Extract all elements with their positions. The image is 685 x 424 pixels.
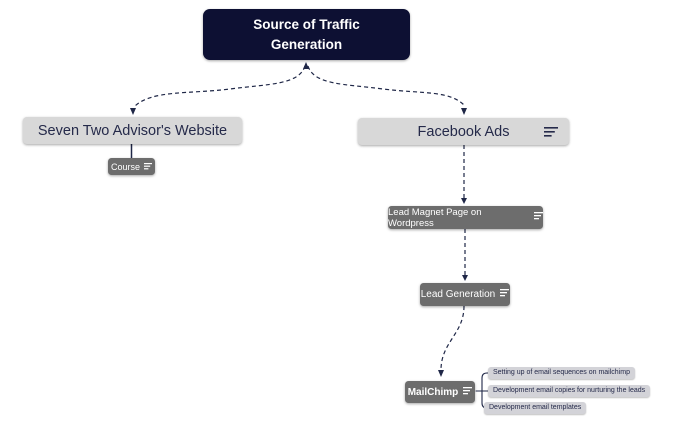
node-seven-two-advisors-website[interactable]: Seven Two Advisor's Website xyxy=(23,117,242,144)
node-facebook-ads[interactable]: Facebook Ads xyxy=(358,118,569,145)
node-label: Seven Two Advisor's Website xyxy=(37,122,228,139)
node-lead-magnet-page-on-wordpress[interactable]: Lead Magnet Page on Wordpress xyxy=(388,206,543,229)
notes-icon[interactable] xyxy=(544,126,558,142)
node-setting-up-email-sequences[interactable]: Setting up of email sequences on mailchi… xyxy=(488,367,635,379)
node-development-email-copies[interactable]: Development email copies for nurturing t… xyxy=(488,385,651,397)
node-label: Facebook Ads xyxy=(417,123,510,140)
connector-root-website xyxy=(134,65,306,107)
node-label: MailChimp xyxy=(407,386,459,398)
connector-root-facebook xyxy=(307,65,466,107)
node-label: Lead Magnet Page on Wordpress xyxy=(388,206,482,229)
notes-icon[interactable] xyxy=(144,162,152,172)
arrowhead-root-peak xyxy=(303,62,309,69)
arrowhead-lead-generation xyxy=(462,275,468,281)
arrowhead-mailchimp xyxy=(438,370,444,377)
notes-icon[interactable] xyxy=(463,386,473,398)
node-source-of-traffic-generation[interactable]: Source of Traffic Generation xyxy=(203,9,410,60)
connector-leadgen-mailchimp xyxy=(440,305,465,371)
arrowhead-lead-magnet xyxy=(461,198,467,204)
notes-icon[interactable] xyxy=(534,212,543,223)
arrowhead-website xyxy=(130,108,136,115)
node-label: Course xyxy=(110,161,140,172)
node-course[interactable]: Course xyxy=(108,158,155,175)
notes-icon[interactable] xyxy=(500,289,510,300)
arrowhead-facebook xyxy=(461,108,467,115)
node-lead-generation[interactable]: Lead Generation xyxy=(420,283,510,306)
node-development-email-templates[interactable]: Development email templates xyxy=(484,402,587,414)
node-label: Lead Generation xyxy=(420,289,496,300)
node-mailchimp[interactable]: MailChimp xyxy=(405,381,475,403)
node-label: Source of Traffic Generation xyxy=(253,16,360,52)
